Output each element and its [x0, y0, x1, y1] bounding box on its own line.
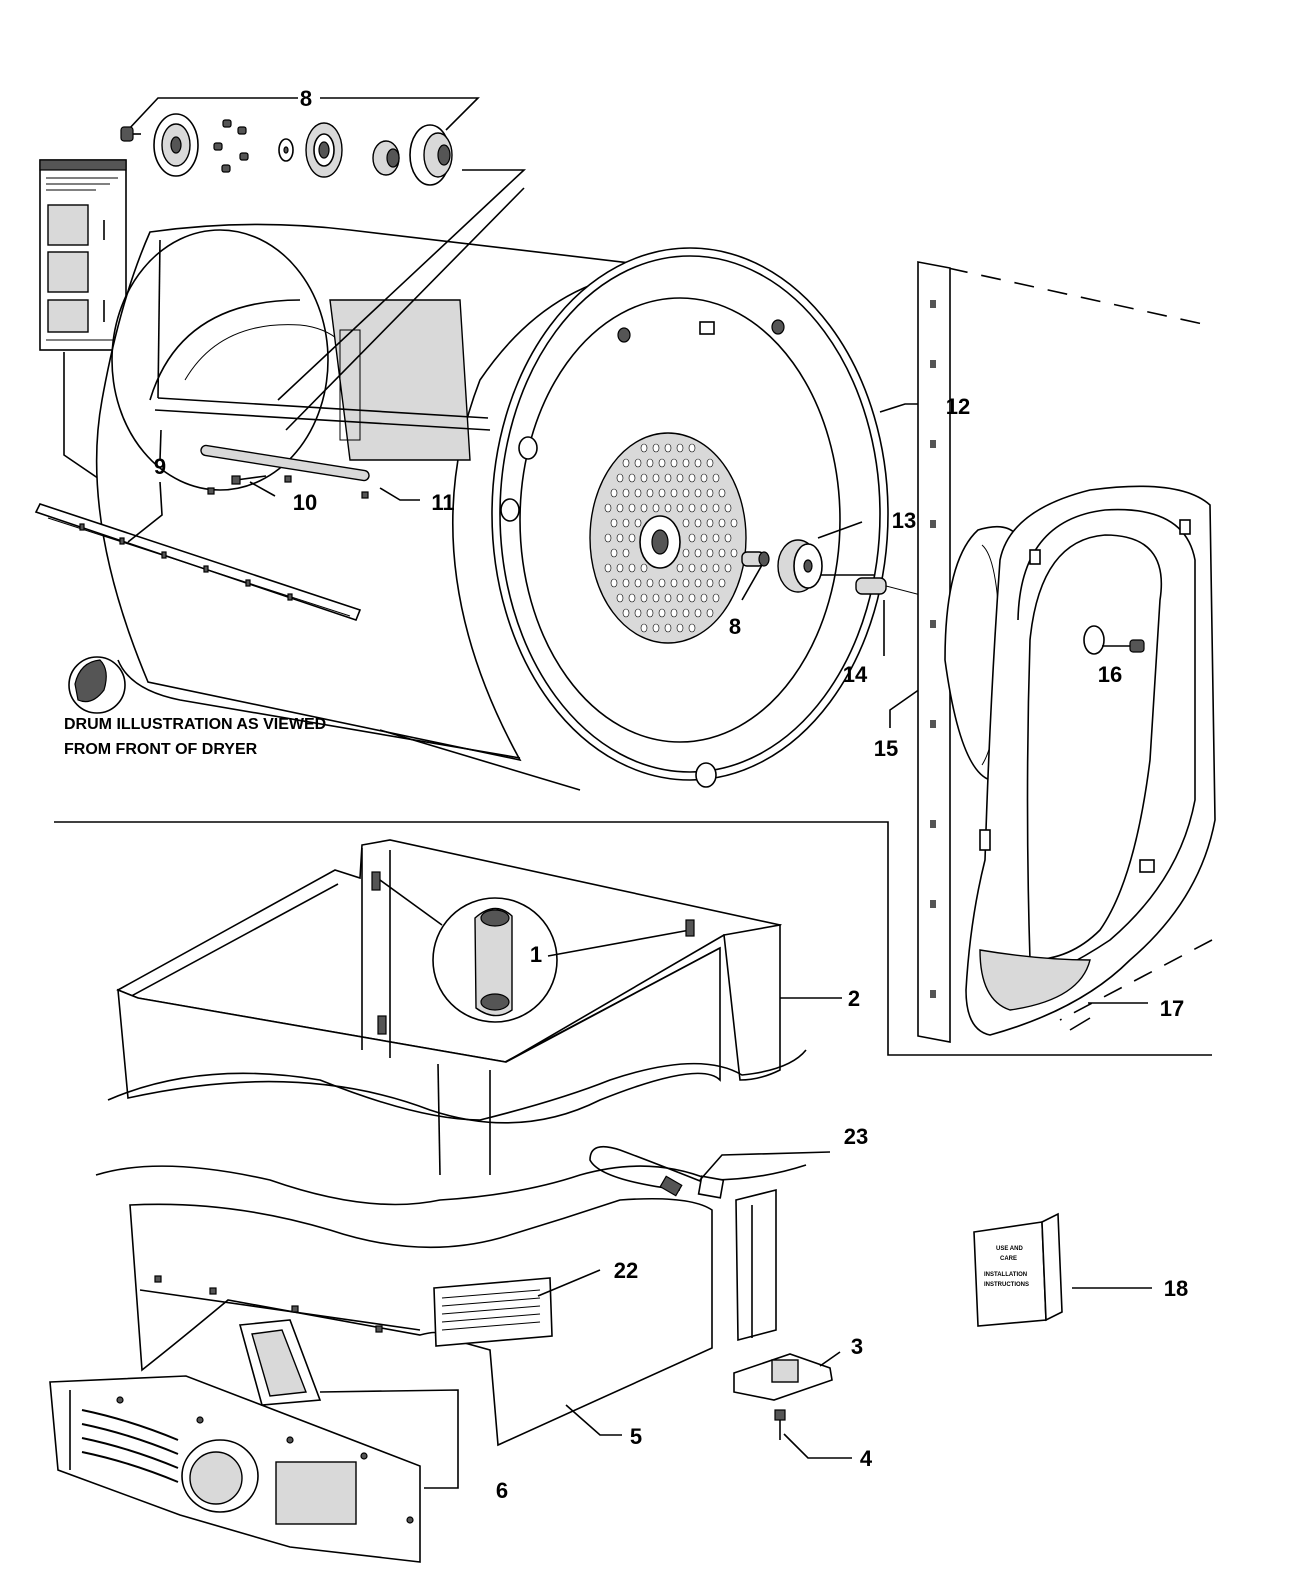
pulley-wheel-icon: [153, 113, 199, 177]
wire-harness-23: [589, 1145, 831, 1199]
dryer-drum: [95, 223, 889, 788]
caption-leader: [379, 729, 581, 791]
part-label-13: 13: [892, 508, 916, 533]
part-label-8-top: 8: [300, 86, 312, 111]
part-label-23: 23: [844, 1124, 868, 1149]
lint-door-frame: [238, 1319, 459, 1489]
warning-label-sheet: [39, 159, 131, 501]
part-label-14: 14: [843, 662, 868, 687]
clip-detail-inset-1: [371, 871, 695, 1035]
top-hardware-group: 8: [120, 86, 480, 186]
manual-text-1: USE AND: [996, 1246, 1023, 1252]
part-label-12: 12: [946, 394, 970, 419]
part-label-17: 17: [1160, 996, 1184, 1021]
section-divider: [54, 821, 1212, 1056]
part-label-2: 2: [848, 986, 860, 1011]
caption-line-1: DRUM ILLUSTRATION AS VIEWED: [64, 716, 326, 733]
rear-shaft-parts: [741, 539, 941, 601]
leader-22: [537, 1269, 601, 1297]
rating-plate-22: [433, 1277, 553, 1347]
owners-manual-18: USE AND CARE INSTALLATION INSTRUCTIONS: [973, 1212, 1152, 1327]
part-label-15: 15: [874, 736, 898, 761]
front-base-panel-6: [49, 1375, 421, 1563]
part-label-16: 16: [1098, 662, 1122, 687]
screws-cluster-icon: [213, 119, 249, 173]
leveling-bracket-3: [733, 1351, 841, 1401]
part-label-9: 9: [154, 454, 166, 479]
drum-hub-icon: [409, 124, 453, 186]
baffle-strip-9: [34, 503, 362, 622]
part-label-3: 3: [851, 1334, 863, 1359]
caption-line-2: FROM FRONT OF DRYER: [64, 741, 258, 758]
part-label-5: 5: [630, 1424, 642, 1449]
drum-view-icon: [68, 656, 126, 714]
bearing-race-icon: [305, 122, 343, 178]
part-label-4: 4: [860, 1446, 873, 1471]
screw-4: [774, 1409, 852, 1459]
small-screw-icon: [120, 126, 141, 142]
manual-text-2: CARE: [1000, 1256, 1017, 1262]
drum-perforations: [604, 443, 738, 633]
rear-bulkhead: [917, 261, 1216, 1043]
manual-text-3: INSTALLATION: [984, 1272, 1027, 1278]
part-label-1: 1: [530, 942, 542, 967]
part-label-18: 18: [1164, 1276, 1188, 1301]
part-label-10: 10: [293, 490, 317, 515]
leader-5: [565, 1404, 622, 1436]
part-label-11: 11: [431, 490, 454, 515]
manual-text-4: INSTRUCTIONS: [984, 1282, 1029, 1288]
part-label-22: 22: [614, 1258, 638, 1283]
bearing-icon: [372, 140, 400, 176]
part-label-8-mid: 8: [729, 614, 741, 639]
part-label-6: 6: [496, 1478, 508, 1503]
